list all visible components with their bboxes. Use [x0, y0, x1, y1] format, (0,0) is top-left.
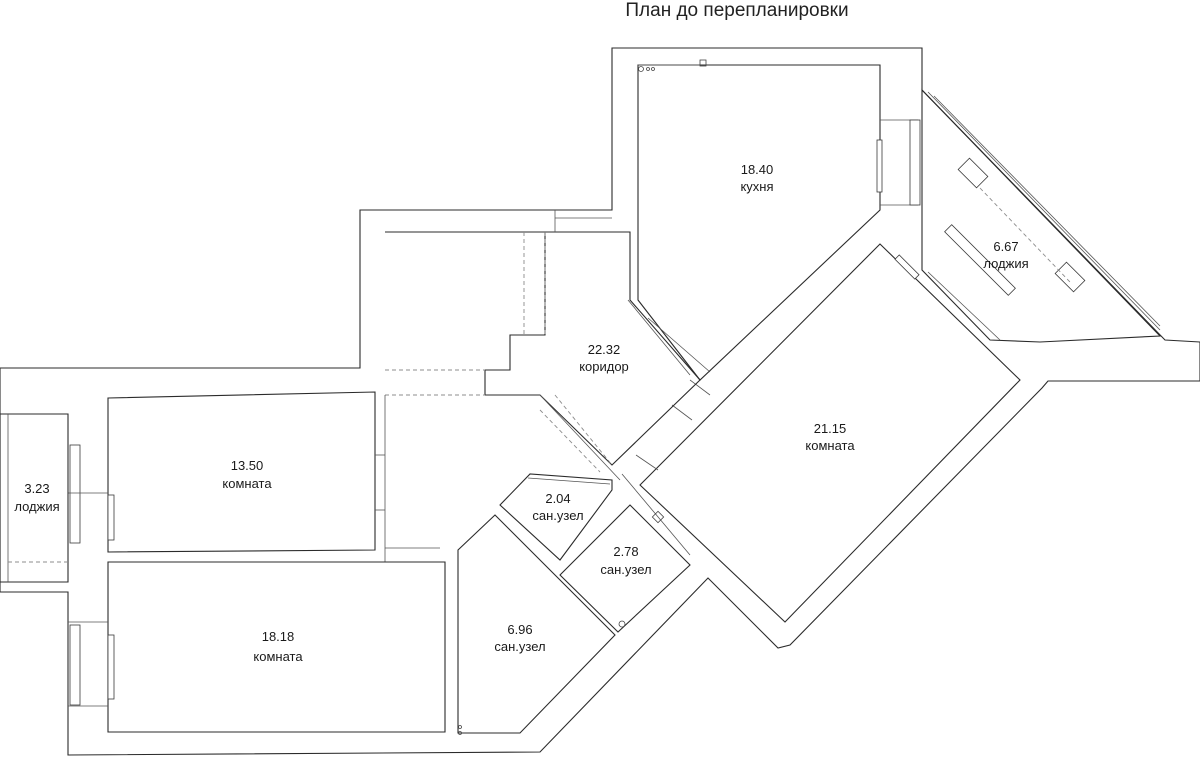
room-area: 3.23 [24, 481, 49, 496]
wc-2-walls [559, 504, 691, 633]
kitchen-walls [627, 59, 921, 381]
room-label-loggia-w: 3.23 лоджия [14, 481, 59, 514]
room-name: сан.узел [494, 639, 545, 654]
room-name: сан.узел [532, 508, 583, 523]
wc-1-walls [499, 473, 613, 561]
room-name: комната [805, 438, 855, 453]
loggia-ne-walls [921, 88, 1162, 343]
room-area: 6.67 [993, 239, 1018, 254]
room-label-wc-1: 2.04 сан.узел [532, 491, 583, 523]
corridor-walls [384, 210, 701, 562]
room-name: лоджия [983, 256, 1028, 271]
room-area: 22.32 [588, 342, 621, 357]
plan-title: План до перепланировки [625, 0, 848, 21]
room-label-loggia-ne: 6.67 лоджия [983, 239, 1028, 271]
room-label-kitchen: 18.40 кухня [740, 162, 773, 194]
room-label-corridor: 22.32 коридор [579, 342, 629, 374]
wc-3-walls [457, 514, 616, 735]
room-area: 2.78 [613, 544, 638, 559]
room-w1-walls [68, 391, 385, 553]
room-name: комната [253, 649, 303, 664]
room-area: 18.18 [262, 629, 295, 644]
room-label-wc-2: 2.78 сан.узел [600, 544, 651, 577]
room-area: 6.96 [507, 622, 532, 637]
room-area: 21.15 [814, 421, 847, 436]
room-name: комната [222, 476, 272, 491]
room-name: кухня [740, 179, 773, 194]
room-name: коридор [579, 359, 629, 374]
room-name: лоджия [14, 499, 59, 514]
room-area: 2.04 [545, 491, 570, 506]
room-big-walls [621, 243, 1021, 623]
room-name: сан.узел [600, 562, 651, 577]
room-area: 18.40 [741, 162, 774, 177]
room-w2-walls [68, 561, 446, 733]
loggia-w-walls [0, 413, 69, 583]
room-area: 13.50 [231, 458, 264, 473]
room-label-wc-3: 6.96 сан.узел [494, 622, 545, 654]
room-label-room-big: 21.15 комната [805, 421, 855, 453]
room-label-room-w2: 18.18 комната [253, 629, 303, 664]
outer-walls [0, 47, 1200, 756]
room-label-room-w1: 13.50 комната [222, 458, 272, 491]
